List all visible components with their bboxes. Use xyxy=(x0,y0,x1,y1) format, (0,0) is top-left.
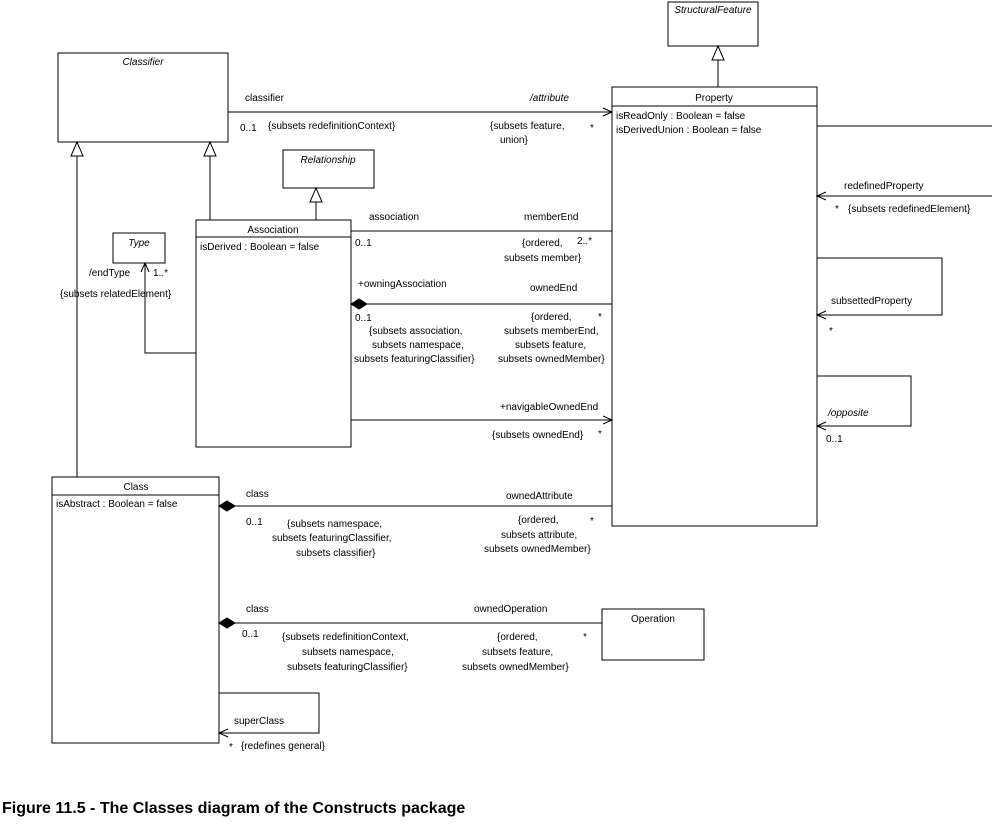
class-attribute-constraint-line-3: subsets classifier} xyxy=(296,548,376,559)
super-class-role: superClass xyxy=(234,716,284,727)
owned-attribute-constraint-line-2: subsets attribute, xyxy=(501,530,577,541)
navigable-owned-end-multiplicity: * xyxy=(598,429,602,440)
class-attribute-constraint-line-2: subsets featuringClassifier, xyxy=(272,533,392,544)
generalization-association-classifier xyxy=(203,140,217,220)
owned-operation-constraint-line-1: {ordered, xyxy=(497,632,538,643)
owned-operation-constraint-line-3: subsets ownedMember} xyxy=(462,662,569,673)
owning-association-owned-end-composition: +owningAssociation 0..1 {subsets associa… xyxy=(350,279,612,365)
owned-end-constraint-line-1: {ordered, xyxy=(531,312,572,323)
super-class-constraint: {redefines general} xyxy=(241,741,326,752)
class-owned-operation-composition: class 0..1 {subsets redefinitionContext,… xyxy=(218,604,602,673)
classifier-attribute-association: classifier 0..1 {subsets redefinitionCon… xyxy=(228,93,614,146)
owned-end-role: ownedEnd xyxy=(530,283,577,294)
owned-end-constraint-line-4: subsets ownedMember} xyxy=(498,354,605,365)
classifier-name: Classifier xyxy=(122,57,164,68)
class-operation-constraint-line-2: subsets namespace, xyxy=(302,647,394,658)
class-role-operation: class xyxy=(246,604,269,615)
owned-operation-role: ownedOperation xyxy=(474,604,547,615)
class-is-abstract: isAbstract : Boolean = false xyxy=(56,499,178,510)
redefined-property-constraint: {subsets redefinedElement} xyxy=(848,204,971,215)
opposite-self-association: /opposite 0..1 xyxy=(815,375,912,445)
owned-end-constraint-line-2: subsets memberEnd, xyxy=(504,326,599,337)
property-is-read-only: isReadOnly : Boolean = false xyxy=(616,111,746,122)
owned-attribute-multiplicity: * xyxy=(590,516,594,527)
owned-operation-multiplicity: * xyxy=(583,632,587,643)
member-end-constraint-line-2: subsets member} xyxy=(504,253,582,264)
end-type-association: /endType 1..* {subsets relatedElement} xyxy=(60,261,196,354)
classifier-constraint: {subsets redefinitionContext} xyxy=(268,121,396,132)
property-name: Property xyxy=(695,93,733,104)
redefined-property-multiplicity: * xyxy=(835,204,839,215)
member-end-constraint-line-1: {ordered, xyxy=(522,238,563,249)
relationship-name: Relationship xyxy=(300,155,355,166)
class-operation-constraint-line-1: {subsets redefinitionContext, xyxy=(282,632,409,643)
owned-end-multiplicity: * xyxy=(598,312,602,323)
association-role: association xyxy=(369,212,419,223)
navigable-owned-end-role: +navigableOwnedEnd xyxy=(500,402,598,413)
attribute-constraint-line-1: {subsets feature, xyxy=(490,121,565,132)
property-class: Property isReadOnly : Boolean = false is… xyxy=(611,86,818,527)
owned-end-constraint-line-3: subsets feature, xyxy=(515,340,586,351)
owned-operation-constraint-line-2: subsets feature, xyxy=(482,647,553,658)
end-type-role: /endType xyxy=(89,268,131,279)
subsetted-property-multiplicity: * xyxy=(829,326,833,337)
owning-association-constraint-line-1: {subsets association, xyxy=(369,326,462,337)
association-multiplicity: 0..1 xyxy=(355,238,372,249)
generalization-association-relationship xyxy=(309,186,323,220)
super-class-self-association: superClass * {redefines general} xyxy=(217,692,326,753)
structural-feature-name: StructuralFeature xyxy=(674,5,752,16)
class-owned-attribute-composition: class 0..1 {subsets namespace, subsets f… xyxy=(218,489,612,559)
end-type-multiplicity: 1..* xyxy=(153,268,168,279)
owned-attribute-role: ownedAttribute xyxy=(506,491,573,502)
association-name: Association xyxy=(247,225,298,236)
operation-class: Operation xyxy=(601,608,705,661)
class-class: Class isAbstract : Boolean = false xyxy=(51,476,220,744)
owned-attribute-constraint-line-3: subsets ownedMember} xyxy=(484,544,591,555)
class-attribute-constraint-line-1: {subsets namespace, xyxy=(287,519,382,530)
classifier-class: Classifier xyxy=(57,52,229,143)
class-role-attribute: class xyxy=(246,489,269,500)
attribute-role: /attribute xyxy=(529,93,569,104)
owned-attribute-constraint-line-1: {ordered, xyxy=(518,515,559,526)
class-multiplicity-attribute: 0..1 xyxy=(246,517,263,528)
attribute-constraint-line-2: union} xyxy=(500,135,528,146)
generalization-property-structural-feature xyxy=(711,44,725,87)
member-end-role: memberEnd xyxy=(524,212,578,223)
association-member-end-association: association 0..1 memberEnd 2..* {ordered… xyxy=(351,212,612,264)
owning-association-role: +owningAssociation xyxy=(358,279,447,290)
uml-class-diagram: StructuralFeature Classifier Relationshi… xyxy=(51,1,992,753)
association-is-derived: isDerived : Boolean = false xyxy=(200,242,320,253)
opposite-role: /opposite xyxy=(827,408,869,419)
type-name: Type xyxy=(128,238,150,249)
owning-association-constraint-line-3: subsets featuringClassifier} xyxy=(354,354,475,365)
association-class: Association isDerived : Boolean = false xyxy=(195,219,352,448)
member-end-multiplicity: 2..* xyxy=(577,236,592,247)
property-is-derived-union: isDerivedUnion : Boolean = false xyxy=(616,125,762,136)
super-class-multiplicity: * xyxy=(229,742,233,753)
generalization-class-classifier xyxy=(70,140,84,477)
type-class: Type xyxy=(112,232,166,264)
classifier-multiplicity: 0..1 xyxy=(240,123,257,134)
structural-feature-class: StructuralFeature xyxy=(667,1,759,47)
redefined-property-role: redefinedProperty xyxy=(844,181,924,192)
owning-association-constraint-line-2: subsets namespace, xyxy=(372,340,464,351)
class-name: Class xyxy=(123,482,148,493)
subsetted-property-role: subsettedProperty xyxy=(831,296,912,307)
opposite-multiplicity: 0..1 xyxy=(826,434,843,445)
owning-association-multiplicity: 0..1 xyxy=(355,313,372,324)
redefined-property-association: redefinedProperty * {subsets redefinedEl… xyxy=(815,125,992,215)
class-multiplicity-operation: 0..1 xyxy=(242,629,259,640)
classifier-role: classifier xyxy=(245,93,285,104)
relationship-class: Relationship xyxy=(282,149,375,189)
subsetted-property-self-association: subsettedProperty * xyxy=(815,257,943,337)
operation-name: Operation xyxy=(631,614,675,625)
figure-caption: Figure 11.5 - The Classes diagram of the… xyxy=(2,800,466,817)
attribute-multiplicity: * xyxy=(590,123,594,134)
navigable-owned-end-constraint: {subsets ownedEnd} xyxy=(492,430,584,441)
class-operation-constraint-line-3: subsets featuringClassifier} xyxy=(287,662,408,673)
navigable-owned-end-association: +navigableOwnedEnd {subsets ownedEnd} * xyxy=(351,402,614,441)
end-type-constraint: {subsets relatedElement} xyxy=(60,289,172,300)
